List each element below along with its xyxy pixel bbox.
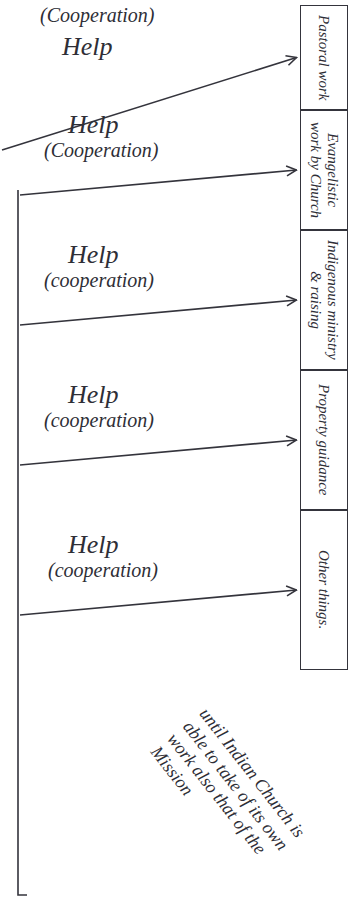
arrow-label: (cooperation) <box>44 409 154 432</box>
box-text: Other things. <box>315 550 332 629</box>
box-text: Pastoral work <box>315 15 332 100</box>
arrow-label: Help <box>62 32 113 62</box>
box-text: Property guidance <box>315 384 332 496</box>
arrow-label: Help <box>68 110 119 140</box>
help-arrow <box>20 170 297 195</box>
task-box: Property guidance <box>300 370 349 510</box>
arrow-label: Help <box>68 240 119 270</box>
box-text: Evangelistic work by Church <box>307 117 342 223</box>
left-rule <box>18 190 27 895</box>
task-box: Other things. <box>300 510 349 670</box>
arrow-label: (cooperation) <box>48 559 158 582</box>
arrow-label: (cooperation) <box>44 269 154 292</box>
box-text: Indigenous ministry & raising <box>307 237 342 363</box>
help-arrow <box>20 300 297 325</box>
task-box: Pastoral work <box>300 5 349 110</box>
task-box: Indigenous ministry & raising <box>300 230 349 370</box>
arrow-label: Help <box>68 530 119 560</box>
help-arrow <box>20 440 297 465</box>
arrow-label: (Cooperation) <box>40 4 154 27</box>
arrow-label: (Cooperation) <box>44 139 158 162</box>
arrow-label: Help <box>68 380 119 410</box>
margin-note: until Indian Church is able to take of i… <box>146 703 310 880</box>
help-arrow <box>2 58 297 151</box>
task-box: Evangelistic work by Church <box>300 110 349 230</box>
help-arrow <box>20 590 297 615</box>
